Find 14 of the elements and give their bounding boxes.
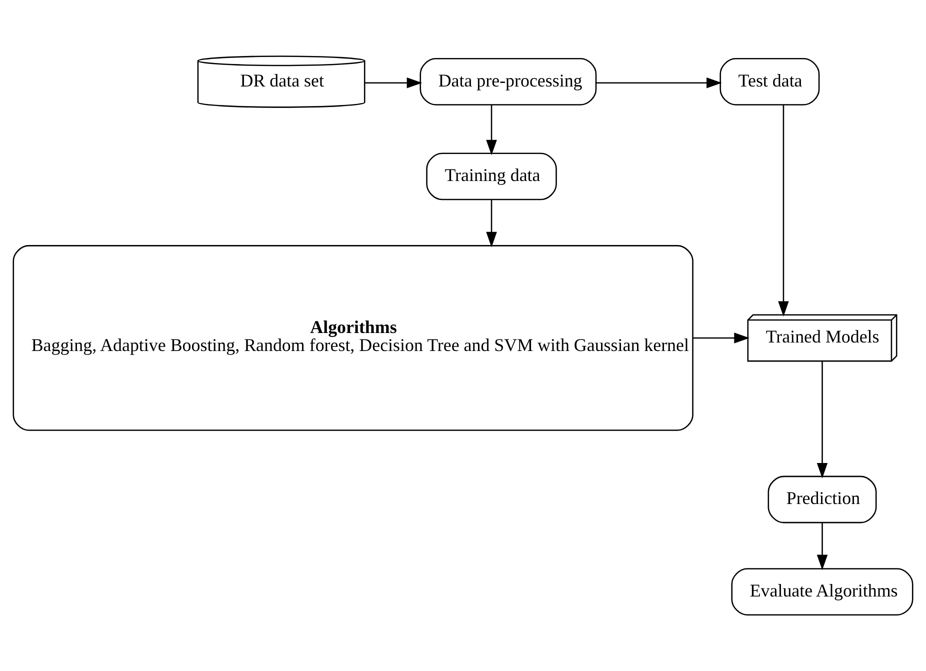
node-box: Evaluate Algorithms (731, 568, 914, 616)
arrow (486, 200, 497, 248)
arrow (364, 78, 422, 88)
arrow (816, 522, 828, 570)
node-box: Training data (426, 152, 557, 200)
arrow (816, 361, 828, 478)
arrow (486, 105, 497, 156)
arrow (778, 104, 789, 317)
arrow (692, 332, 750, 344)
node-box: Data pre-processing (420, 58, 597, 106)
node-box: Algorithms Bagging, Adaptive Boosting, Random forest, Decision Tree and SVM with Gaussian kernel (12, 245, 694, 431)
arrow (596, 78, 722, 88)
node-box: Prediction (768, 476, 877, 524)
node-box: Test data (720, 58, 820, 106)
